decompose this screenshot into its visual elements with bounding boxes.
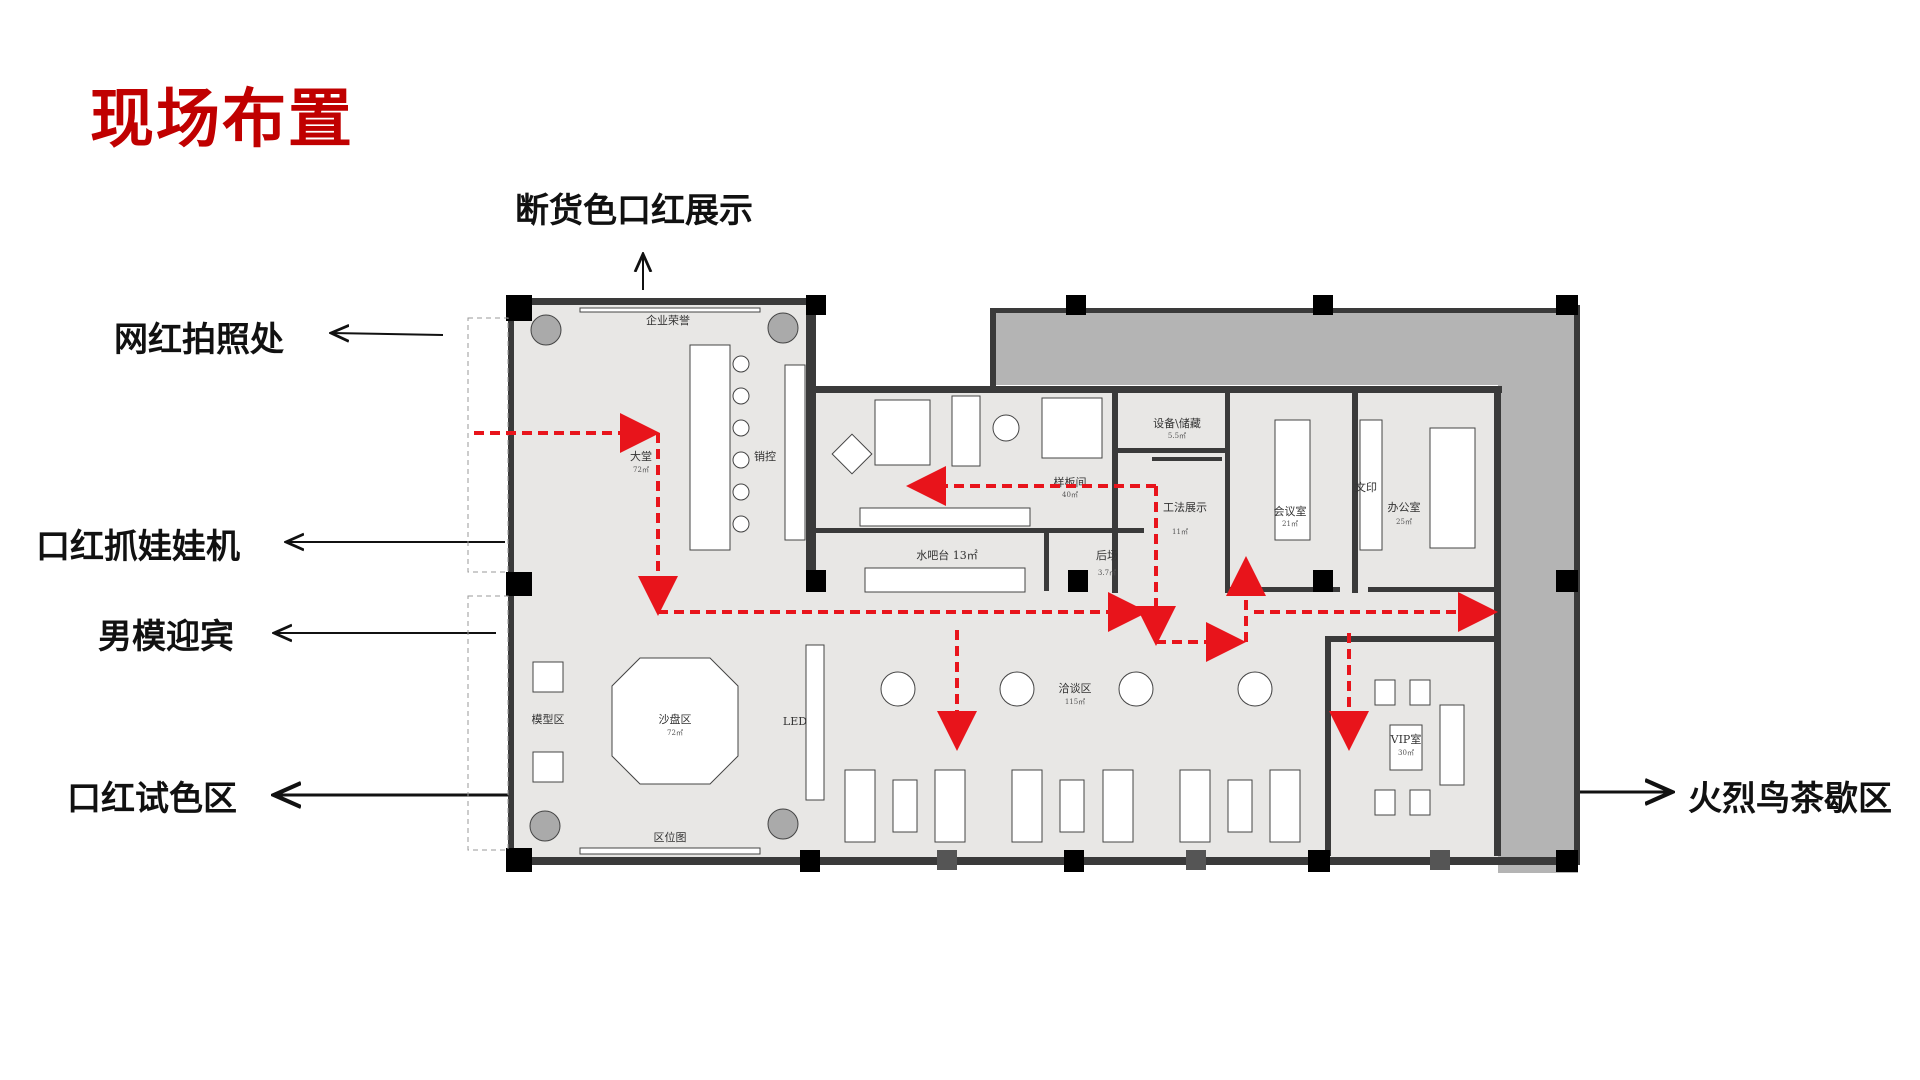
room-label-led: LED bbox=[783, 715, 807, 728]
arrow-photo bbox=[331, 333, 444, 335]
sand-table bbox=[611, 657, 739, 785]
callout-sold-out-display: 断货色口红展示 bbox=[515, 191, 753, 231]
room-area-sandtable: 72㎡ bbox=[667, 729, 683, 737]
plant bbox=[530, 314, 562, 346]
page-title: 现场布置 bbox=[90, 83, 354, 157]
room-area-vip: 30㎡ bbox=[1398, 749, 1414, 757]
bathroom bbox=[1041, 397, 1103, 459]
room-label-model-room: 样板间 bbox=[1054, 475, 1087, 489]
room-label-print: 文印 bbox=[1355, 480, 1377, 494]
columns bbox=[506, 295, 1578, 872]
room-area-negotiation: 115㎡ bbox=[1065, 698, 1085, 706]
plant bbox=[767, 808, 799, 840]
room-area-craft: 11㎡ bbox=[1172, 528, 1188, 536]
sofa bbox=[951, 395, 981, 467]
room-label-back: 后场 bbox=[1096, 548, 1118, 562]
room-label-honor: 企业荣誉 bbox=[646, 313, 690, 327]
callout-tester-zone: 口红试色区 bbox=[67, 779, 237, 819]
meeting-table bbox=[1274, 419, 1311, 541]
room-label-vip: VIP室 bbox=[1390, 732, 1422, 746]
room-label-location: 区位图 bbox=[654, 830, 687, 844]
room-area-lobby: 72㎡ bbox=[633, 466, 649, 474]
room-label-negotiation: 洽谈区 bbox=[1059, 682, 1092, 695]
vip-table bbox=[1389, 724, 1423, 771]
room-area-meeting: 21㎡ bbox=[1282, 520, 1298, 528]
model-stand bbox=[532, 751, 564, 783]
room-area-storage: 5.5㎡ bbox=[1168, 432, 1186, 440]
negotiation-tables bbox=[880, 671, 1273, 707]
room-label-model-zone: 模型区 bbox=[532, 712, 565, 726]
display-shelf bbox=[784, 364, 806, 541]
vip-sofa bbox=[1439, 704, 1465, 786]
room-area-model-room: 40㎡ bbox=[1062, 491, 1078, 499]
led-screen bbox=[805, 644, 825, 801]
room-label-meeting: 会议室 bbox=[1274, 504, 1307, 518]
room-label-sales: 销控 bbox=[754, 449, 776, 463]
furniture bbox=[529, 307, 1476, 855]
honor-wall bbox=[579, 307, 761, 313]
display-stands bbox=[732, 355, 750, 533]
room-label-sandtable: 沙盘区 bbox=[659, 712, 692, 726]
callout-claw-machine: 口红抓娃娃机 bbox=[36, 527, 240, 567]
visitor-route bbox=[474, 413, 1498, 751]
callout-greeter: 男模迎宾 bbox=[98, 617, 234, 657]
callout-tea-zone: 火烈鸟茶歇区 bbox=[1688, 779, 1892, 819]
sofas bbox=[844, 769, 1301, 843]
armchair bbox=[831, 433, 873, 475]
plant bbox=[767, 312, 799, 344]
room-labels: 企业荣誉 大堂 72㎡ 销控 水吧台 13㎡ 样板间 40㎡ 设备\储藏 5.5… bbox=[532, 313, 1422, 844]
bar-counter bbox=[864, 567, 1026, 593]
kitchen-counter bbox=[859, 507, 1031, 527]
room-label-office: 办公室 bbox=[1388, 500, 1421, 514]
round-table bbox=[992, 414, 1020, 442]
room-area-office: 25㎡ bbox=[1396, 518, 1412, 526]
sales-counter bbox=[689, 344, 731, 551]
room-label-lobby: 大堂 bbox=[630, 449, 652, 463]
bed bbox=[874, 399, 931, 466]
room-area-back: 3.7㎡ bbox=[1098, 569, 1116, 577]
plant bbox=[529, 810, 561, 842]
location-map bbox=[579, 847, 761, 855]
room-label-bar: 水吧台 13㎡ bbox=[916, 548, 978, 562]
callout-photo-spot: 网红拍照处 bbox=[114, 320, 284, 360]
model-stand bbox=[532, 661, 564, 693]
print-desk bbox=[1359, 419, 1383, 551]
room-label-craft: 工法展示 bbox=[1163, 500, 1207, 514]
room-label-storage: 设备\储藏 bbox=[1153, 416, 1201, 430]
office-desks bbox=[1429, 427, 1476, 549]
